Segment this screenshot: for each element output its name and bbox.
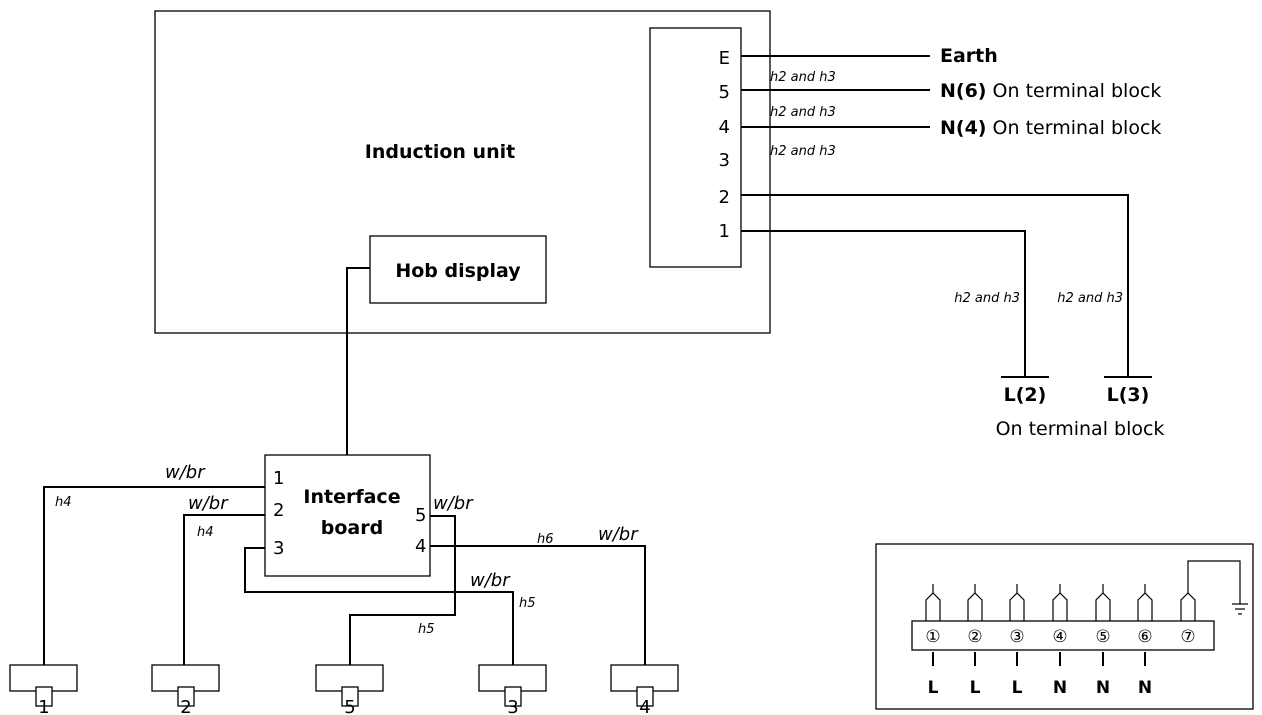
unit-terminal-4: 4 <box>719 117 730 138</box>
tb-number-6: ⑥ <box>1137 627 1152 647</box>
wire-element-3-code: h5 <box>519 596 536 611</box>
l3-label: L(3) <box>1107 384 1150 406</box>
wire-element-1-color: w/br <box>165 462 206 483</box>
wire-element-3-color: w/br <box>470 570 511 591</box>
wire-element-4-code: h6 <box>537 532 554 547</box>
hob-element-5: 5 <box>315 664 384 715</box>
tb-number-3: ③ <box>1009 627 1024 647</box>
l2-label: L(2) <box>1004 384 1047 406</box>
hob-display-label: Hob display <box>395 260 521 282</box>
earth-label: Earth <box>940 45 998 67</box>
wire-element-3 <box>244 547 514 665</box>
earth-link-wire <box>1187 560 1241 604</box>
tb-number-7: ⑦ <box>1180 627 1195 647</box>
hob-element-3: 3 <box>478 664 547 715</box>
tb-screw-icon-3 <box>1009 584 1025 621</box>
wire-element-4-color: w/br <box>598 524 639 545</box>
unit-terminal-5: 5 <box>719 82 730 103</box>
tb-number-1: ① <box>925 627 940 647</box>
l-on-terminal-block: On terminal block <box>996 418 1165 440</box>
wire-element-4 <box>430 545 646 665</box>
terminal-block-screws <box>925 584 1196 621</box>
induction-unit-title: Induction unit <box>365 141 515 163</box>
wire-element-5 <box>349 515 456 665</box>
wire-code-terminal-3: h2 and h3 <box>770 144 836 159</box>
tb-screw-icon-7 <box>1180 584 1196 621</box>
wire-element-2-code: h4 <box>197 525 214 540</box>
display-to-interface-wire <box>346 267 370 455</box>
tb-number-2: ② <box>967 627 982 647</box>
tb-screw-icon-2 <box>967 584 983 621</box>
tb-screw-icon-6 <box>1137 584 1153 621</box>
tb-lead-lines <box>932 652 1146 666</box>
wire-code-terminal-4: h2 and h3 <box>770 105 836 120</box>
wire-element-1 <box>43 486 265 665</box>
tb-letter-2: L <box>970 678 981 698</box>
tb-letter-4: N <box>1053 678 1067 698</box>
wire-code-l2: h2 and h3 <box>954 291 1020 306</box>
interface-terminal-1: 1 <box>273 468 284 489</box>
interface-board-title-2: board <box>321 517 383 539</box>
wire-element-2 <box>183 514 265 665</box>
interface-board-title-1: Interface <box>303 486 400 508</box>
wire-code-terminal-5: h2 and h3 <box>770 70 836 85</box>
hob-element-1: 1 <box>9 664 78 715</box>
interface-terminal-5: 5 <box>415 505 426 526</box>
unit-terminal-e: E <box>719 48 730 69</box>
wire-element-1-code: h4 <box>55 495 72 510</box>
l2-wire <box>741 230 1026 377</box>
tb-screw-icon-1 <box>925 584 941 621</box>
hob-element-2: 2 <box>151 664 220 715</box>
terminal-block-strip <box>911 620 1215 651</box>
unit-terminal-3: 3 <box>719 150 730 171</box>
hob-element-3-label: 3 <box>507 697 518 715</box>
hob-element-5-label: 5 <box>344 697 355 715</box>
l3-wire <box>741 194 1129 377</box>
tb-number-4: ④ <box>1052 627 1067 647</box>
tb-letter-6: N <box>1138 678 1152 698</box>
hob-element-1-label: 1 <box>38 697 49 715</box>
interface-board-box <box>264 454 431 577</box>
wire-element-5-code: h5 <box>418 622 435 637</box>
interface-terminal-2: 2 <box>273 500 284 521</box>
tb-letter-3: L <box>1012 678 1023 698</box>
tb-letter-5: N <box>1096 678 1110 698</box>
wire-code-l3: h2 and h3 <box>1057 291 1123 306</box>
interface-terminal-3: 3 <box>273 538 284 559</box>
tb-number-5: ⑤ <box>1095 627 1110 647</box>
hob-display-box <box>369 235 547 304</box>
tb-screw-icon-4 <box>1052 584 1068 621</box>
tb-letter-1: L <box>928 678 939 698</box>
unit-terminal-2: 2 <box>719 187 730 208</box>
n4-label: N(4) On terminal block <box>940 117 1161 139</box>
hob-element-4-label: 4 <box>639 697 650 715</box>
hob-element-2-label: 2 <box>180 697 191 715</box>
unit-terminal-1: 1 <box>719 221 730 242</box>
wire-element-2-color: w/br <box>188 493 229 514</box>
interface-terminal-4: 4 <box>415 536 426 557</box>
n6-label: N(6) On terminal block <box>940 80 1161 102</box>
hob-element-4: 4 <box>610 664 679 715</box>
tb-screw-icon-5 <box>1095 584 1111 621</box>
unit-terminal-strip <box>649 27 742 268</box>
wire-element-5-color: w/br <box>433 493 474 514</box>
